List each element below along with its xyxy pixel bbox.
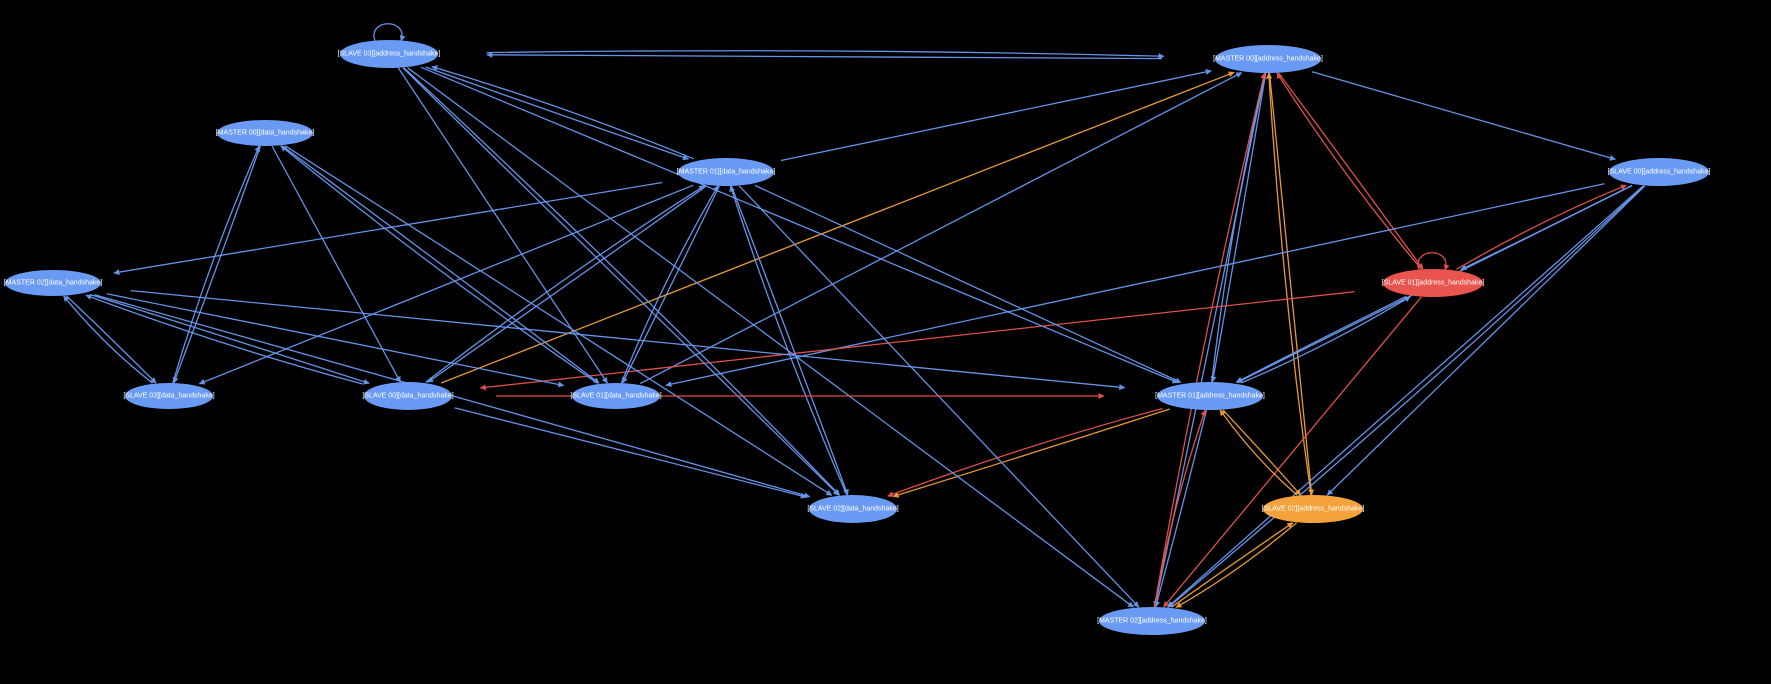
node-master01-addr[interactable]: [MASTER 01][address_handshake] (1155, 382, 1265, 410)
edge-master02_addr-to-master00_addr (1153, 72, 1267, 608)
edge-slave00_addr-to-master02_addr (1167, 185, 1644, 608)
edge-slave02_data-to-master01_data (729, 185, 848, 496)
edge-slave01_addr-to-master01_addr (1235, 295, 1407, 383)
edge-master01_addr-to-slave02_data (892, 408, 1170, 498)
edge-slave03_addr-to-slave02_data (402, 67, 840, 496)
node-slave00-addr[interactable]: [SLAVE 00][address_handshake] (1608, 158, 1711, 186)
edge-master01_data-to-slave03_data (198, 184, 694, 385)
edge-master00_addr-to-slave01_addr (1277, 72, 1424, 270)
edge-master00_addr-to-slave00_addr (1311, 71, 1616, 161)
edge-slave00_data-to-master00_addr (440, 71, 1235, 384)
edge-master01_data-to-slave02_data (730, 185, 849, 496)
node-slave02-addr[interactable]: [SLAVE 02][address_handshake] (1262, 495, 1365, 523)
edge-slave02_addr-to-master00_addr (1266, 72, 1312, 496)
node-ellipse[interactable] (809, 495, 897, 523)
edge-master02_addr-to-slave02_addr (1171, 522, 1294, 608)
edge-master02_data-to-slave02_data (94, 294, 811, 499)
edge-layer (63, 23, 1646, 608)
node-ellipse[interactable] (1157, 382, 1263, 410)
edge-slave00_data-to-master01_data (425, 185, 706, 383)
edge-slave03_data-to-master02_data (63, 295, 153, 384)
edge-master02_data-to-slave01_data (106, 293, 565, 388)
edge-master01_data-to-slave01_data (621, 185, 720, 384)
edge-master01_data-to-master01_addr (754, 184, 1182, 384)
node-ellipse[interactable] (572, 383, 660, 409)
edge-master02_addr-to-master01_addr (1153, 409, 1207, 608)
node-master00-data[interactable]: [MASTER 00][data_handshake] (216, 120, 315, 146)
edge-slave03_addr-to-slave01_data (397, 67, 608, 384)
node-slave03-addr[interactable]: [SLAVE 03][address_handshake] (338, 40, 441, 68)
edge-slave02_addr-to-master01_addr (1219, 409, 1298, 496)
node-ellipse[interactable] (125, 383, 213, 409)
edge-master01_data-to-slave00_data (427, 185, 708, 383)
edge-slave01_addr-to-master02_addr (1163, 296, 1422, 608)
node-ellipse[interactable] (340, 40, 438, 68)
node-master02-data[interactable]: [MASTER 02][data_handshake] (4, 270, 103, 296)
edge-slave01_addr-to-master00_addr (1276, 72, 1422, 270)
node-ellipse[interactable] (678, 158, 774, 186)
edge-master02_data-to-slave00_data (91, 294, 370, 385)
edge-slave03_data-to-master00_data (172, 145, 260, 384)
edge-master02_data-to-slave03_data (66, 295, 157, 384)
edge-slave01_data-to-master00_addr (639, 72, 1243, 385)
node-slave03-data[interactable]: [SLAVE 03][data_handshake] (123, 383, 215, 409)
edge-slave03_addr-to-master01_data (425, 66, 689, 161)
edge-slave00_data-to-slave02_data (454, 407, 807, 499)
node-master02-addr[interactable]: [MASTER 02][address_handshake] (1097, 607, 1207, 635)
edge-master01_data-to-slave03_addr (431, 65, 694, 160)
node-ellipse[interactable] (1215, 45, 1321, 73)
node-master00-addr[interactable]: [MASTER 00][address_handshake] (1213, 45, 1323, 73)
edge-master01_addr-to-slave01_addr (1241, 296, 1411, 384)
edge-slave03_addr-to-slave02_data (403, 67, 841, 496)
edge-slave00_addr-to-slave02_addr (1326, 185, 1646, 496)
edge-master01_addr-to-slave02_addr (1222, 409, 1302, 496)
edge-slave03_addr-to-master00_addr (486, 50, 1165, 60)
edge-slave00_addr-to-master02_addr (1168, 185, 1645, 608)
node-slave01-data[interactable]: [SLAVE 01][data_handshake] (570, 383, 662, 409)
edge-slave03_addr-to-slave03_addr (373, 23, 406, 42)
node-ellipse[interactable] (1383, 269, 1483, 297)
node-layer: [SLAVE 03][address_handshake] [MASTER 00]… (4, 40, 1711, 635)
edge-slave03_addr-to-master01_addr (420, 66, 1179, 384)
edge-master00_data-to-slave01_data (281, 145, 600, 384)
node-ellipse[interactable] (217, 120, 313, 146)
node-master01-data[interactable]: [MASTER 01][data_handshake] (677, 158, 776, 186)
node-ellipse[interactable] (5, 270, 101, 296)
edge-master00_addr-to-slave02_addr (1268, 72, 1315, 496)
node-ellipse[interactable] (1609, 158, 1709, 186)
edge-master00_addr-to-slave03_addr (486, 51, 1163, 60)
edge-slave01_data-to-master01_data (620, 185, 719, 384)
edge-slave02_addr-to-master02_addr (1175, 522, 1298, 608)
node-slave02-data[interactable]: [SLAVE 02][data_handshake] (807, 495, 899, 523)
edge-master02_data-to-master01_addr (130, 289, 1126, 391)
edge-master00_data-to-slave00_data (271, 145, 401, 383)
edge-slave03_addr-to-master02_addr (407, 67, 1134, 608)
edge-master00_data-to-slave03_data (172, 145, 262, 384)
node-ellipse[interactable] (1099, 607, 1205, 635)
edge-master00_addr-to-master01_addr (1210, 72, 1267, 383)
edge-master00_data-to-slave02_data (284, 145, 833, 496)
node-ellipse[interactable] (1263, 495, 1363, 523)
edge-master01_addr-to-master02_addr (1154, 409, 1208, 608)
edge-slave01_addr-to-slave00_data (479, 291, 1355, 391)
edge-slave00_data-to-master02_data (85, 294, 363, 385)
edge-master01_data-to-master02_data (113, 181, 663, 276)
edge-master01_addr-to-slave02_data (887, 407, 1163, 498)
node-ellipse[interactable] (364, 382, 452, 410)
node-slave00-data[interactable]: [SLAVE 00][data_handshake] (362, 382, 454, 410)
edge-slave01_data-to-master00_data (280, 145, 598, 384)
edge-slave01_addr-to-slave00_addr (1455, 184, 1627, 270)
edge-master01_data-to-master00_addr (780, 68, 1212, 162)
node-slave01-addr[interactable]: [SLAVE 01][address_handshake] (1382, 269, 1485, 297)
edge-master01_addr-to-master00_addr (1211, 72, 1267, 383)
